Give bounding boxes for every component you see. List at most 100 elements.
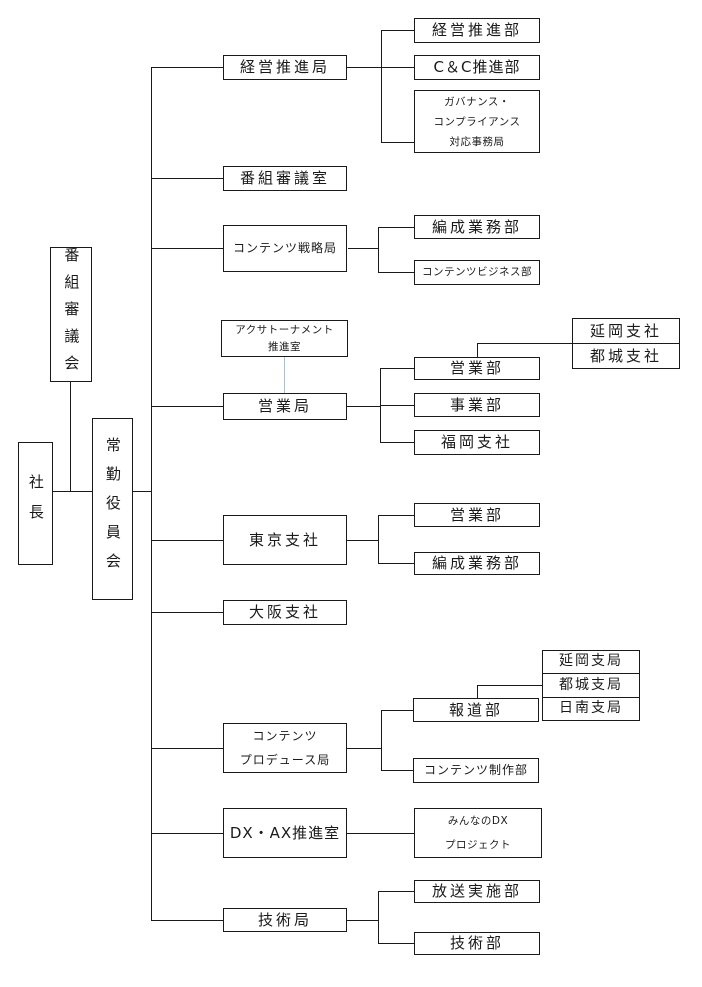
connector-content-production — [381, 770, 413, 771]
node-label: 技術部 — [449, 934, 504, 953]
node-label: 事業部 — [449, 395, 504, 414]
node-content-produce-bureau: コンテンツ プロデュース局 — [223, 723, 347, 773]
node-label: 技術局 — [257, 910, 312, 929]
connector-mgmt-dept — [381, 30, 414, 31]
node-label-line: みんなのDX — [447, 815, 509, 827]
riser-news-branches — [477, 685, 478, 698]
node-program-council: 番組審議会 — [50, 247, 92, 382]
node-nobeoka-local-bureau: 延岡支局 — [542, 650, 640, 674]
connector-mgmt-to-children — [347, 67, 414, 68]
node-label: 東京支社 — [248, 530, 321, 549]
branch-tokyo-branch — [151, 540, 223, 541]
connector-content-business — [378, 272, 414, 273]
node-content-strategy-bureau: コンテンツ戦略局 — [223, 225, 347, 272]
node-label: 経営推進局 — [239, 58, 330, 77]
node-news-dept: 報道部 — [413, 698, 539, 722]
trunk-line — [151, 67, 152, 921]
connector-tokyo-out — [347, 540, 378, 541]
node-label: C＆C推進部 — [433, 58, 521, 77]
connector-sales-dept — [380, 368, 414, 369]
connector-fukuoka-branch — [380, 442, 414, 443]
riser-engineering-children — [378, 891, 379, 943]
connector-news-dept — [381, 710, 413, 711]
node-fukuoka-branch: 福岡支社 — [414, 430, 540, 455]
node-programming-operations-dept: 編成業務部 — [414, 215, 540, 239]
node-label-line: ガバナンス・ — [444, 95, 510, 108]
node-broadcast-operations-dept: 放送実施部 — [414, 880, 540, 903]
node-label-line: アクサトーナメント — [235, 323, 334, 336]
connector-president-to-board — [53, 491, 92, 492]
branch-content-strategy — [151, 248, 223, 249]
node-label-line: 推進室 — [268, 340, 301, 353]
node-label: コンテンツ制作部 — [423, 763, 528, 777]
node-axa-tournament-promotion-office: アクサトーナメント 推進室 — [221, 320, 348, 357]
node-engineering-dept: 技術部 — [414, 932, 540, 955]
riser-mgmt-children — [381, 30, 382, 142]
connector-sales-out — [347, 406, 380, 407]
node-sales-bureau: 営業局 — [223, 393, 347, 420]
connector-strategy-out — [348, 248, 378, 249]
node-tokyo-programming-operations-dept: 編成業務部 — [414, 552, 540, 575]
branch-management-promotion — [151, 67, 223, 68]
node-label: 福岡支社 — [440, 433, 513, 452]
node-label: 営業局 — [257, 397, 312, 416]
node-nobeoka-branch: 延岡支社 — [572, 318, 680, 344]
connector-news-local-bureaus — [477, 685, 542, 686]
connector-board-to-trunk — [133, 491, 151, 492]
node-label: コンテンツ戦略局 — [232, 241, 337, 255]
node-label-line: プロジェクト — [445, 839, 511, 851]
connector-broadcast-ops — [378, 891, 414, 892]
node-label: 延岡支社 — [589, 321, 662, 340]
connector-engineering-out — [347, 920, 378, 921]
node-management-promotion-dept: 経営推進部 — [414, 18, 540, 43]
connector-business-dept — [380, 405, 414, 406]
riser-tokyo-children — [378, 515, 379, 563]
branch-sales-bureau — [151, 406, 223, 407]
node-cc-promotion-dept: C＆C推進部 — [414, 55, 540, 80]
node-content-production-dept: コンテンツ制作部 — [413, 758, 539, 783]
node-tokyo-sales-dept: 営業部 — [414, 503, 540, 527]
node-label: 経営推進部 — [431, 21, 522, 40]
branch-content-produce — [151, 748, 223, 749]
node-tokyo-branch: 東京支社 — [223, 515, 347, 565]
connector-nobeoka-miyakonojo — [477, 343, 572, 344]
node-label: 放送実施部 — [431, 882, 522, 901]
riser-sales-dept-branches — [477, 343, 478, 357]
branch-osaka-branch — [151, 612, 223, 613]
node-program-council-office: 番組審議室 — [223, 166, 347, 191]
node-president-label: 社長 — [26, 473, 45, 534]
node-label: 営業部 — [449, 505, 504, 524]
node-label: 日南支局 — [559, 700, 623, 717]
node-label-line: コンテンツ — [252, 729, 318, 743]
node-osaka-branch: 大阪支社 — [223, 600, 347, 625]
node-miyakonojo-local-bureau: 都城支局 — [542, 673, 640, 698]
node-business-dept: 事業部 — [414, 393, 540, 417]
node-label-line: プロデュース局 — [239, 753, 331, 767]
node-content-business-dept: コンテンツビジネス部 — [414, 260, 540, 285]
node-label-line: 対応事務局 — [449, 135, 505, 148]
node-standing-board: 常勤役員会 — [92, 418, 133, 600]
node-label: 番組審議室 — [239, 169, 330, 188]
riser-produce-children — [381, 710, 382, 770]
node-sales-dept: 営業部 — [414, 357, 540, 380]
node-standing-board-label: 常勤役員会 — [103, 436, 122, 582]
node-label: コンテンツビジネス部 — [422, 265, 532, 278]
connector-program-council-drop — [70, 382, 71, 491]
node-label: 報道部 — [448, 700, 503, 719]
branch-dx-ax — [151, 833, 223, 834]
node-label: 編成業務部 — [431, 554, 522, 573]
node-label: 都城支社 — [589, 346, 662, 365]
node-label: 都城支局 — [559, 676, 623, 693]
node-label: 編成業務部 — [431, 217, 522, 236]
connector-dx-project — [347, 833, 414, 834]
node-label: 延岡支局 — [559, 653, 623, 670]
node-label-line: コンプライアンス — [433, 115, 521, 128]
node-program-council-label: 番組審議会 — [62, 247, 81, 382]
node-president: 社長 — [18, 442, 53, 565]
node-label: DX・AX推進室 — [229, 823, 341, 842]
node-governance-compliance-office: ガバナンス・ コンプライアンス 対応事務局 — [414, 90, 540, 153]
riser-strategy-children — [378, 227, 379, 272]
connector-engineering-dept — [378, 943, 414, 944]
node-management-promotion-bureau: 経営推進局 — [223, 55, 347, 80]
